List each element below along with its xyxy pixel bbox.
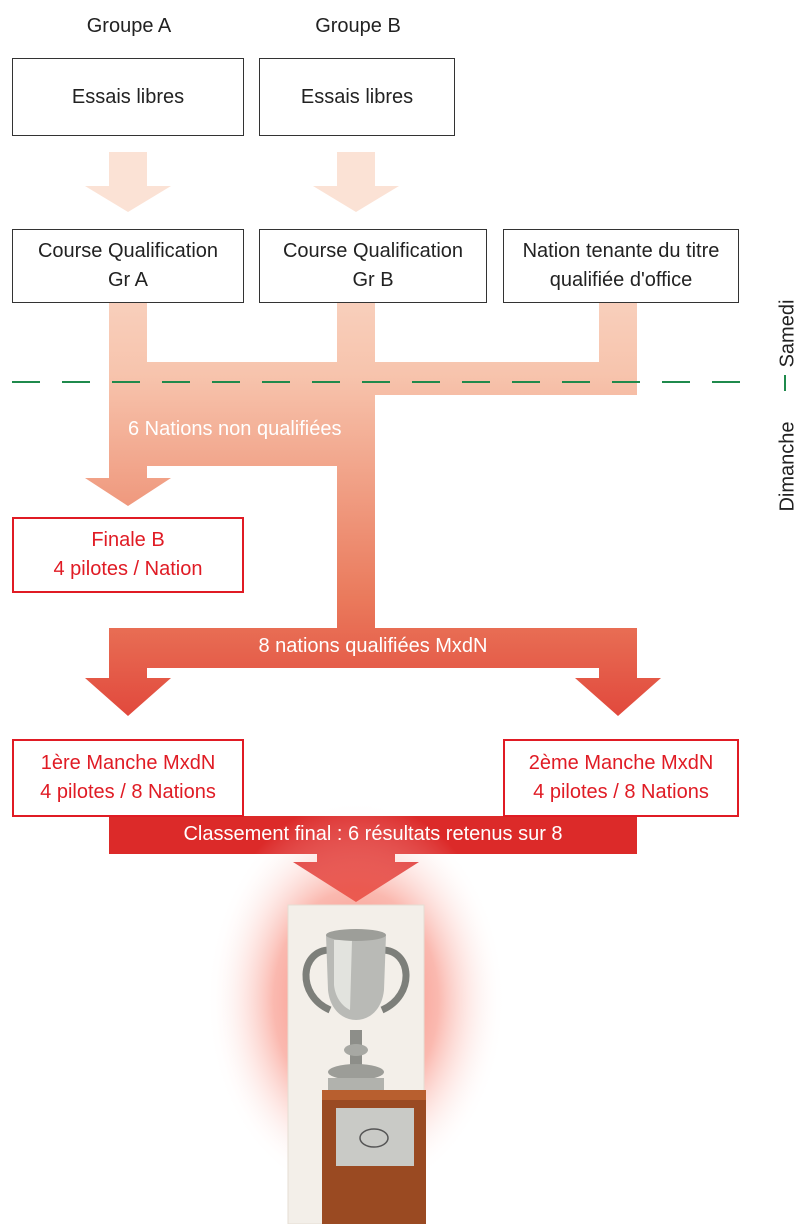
essais-libres-b-label: Essais libres	[300, 85, 414, 108]
manche2-box: 2ème Manche MxdN 4 pilotes / 8 Nations	[503, 739, 739, 817]
trunk	[337, 380, 375, 640]
manche2-line2: 4 pilotes / 8 Nations	[533, 781, 709, 803]
qualification-b-box: Course Qualification Gr B	[259, 229, 487, 303]
qualification-b-line1: Course Qualification	[282, 240, 464, 262]
qualification-a-line2: Gr A	[107, 269, 148, 291]
finale-b-line1: Finale B	[91, 529, 165, 551]
qualification-a-box: Course Qualification Gr A	[12, 229, 244, 303]
manche1-line1: 1ère Manche MxdN	[40, 752, 216, 774]
merge-connector	[109, 302, 637, 430]
arrow-essais-b	[313, 152, 399, 212]
qualification-a-line1: Course Qualification	[37, 240, 219, 262]
manche1-line2: 4 pilotes / 8 Nations	[40, 781, 216, 803]
group-a-label: Groupe A	[86, 15, 172, 37]
samedi-label: Samedi	[776, 299, 799, 368]
essais-libres-a-box: Essais libres	[12, 58, 244, 136]
side-divider-tick	[784, 375, 786, 391]
manche2-line1: 2ème Manche MxdN	[528, 752, 714, 774]
trophy-icon	[287, 904, 426, 1224]
dimanche-label: Dimanche	[776, 421, 799, 512]
nation-tenante-line1: Nation tenante du titre	[522, 240, 720, 262]
nation-tenante-box: Nation tenante du titre qualifiée d'offi…	[503, 229, 739, 303]
manche1-box: 1ère Manche MxdN 4 pilotes / 8 Nations	[12, 739, 244, 817]
arrow-qualifiees	[85, 628, 661, 716]
nation-tenante-line2: qualifiée d'office	[549, 269, 693, 291]
finale-b-line2: 4 pilotes / Nation	[53, 558, 203, 580]
essais-libres-a-label: Essais libres	[71, 85, 185, 108]
non-qualifiees-label: 6 Nations non qualifiées	[128, 418, 342, 440]
finale-b-box: Finale B 4 pilotes / Nation	[12, 517, 244, 593]
essais-libres-b-box: Essais libres	[259, 58, 455, 136]
qualifiees-label: 8 nations qualifiées MxdN	[258, 635, 488, 657]
qualification-b-line2: Gr B	[352, 269, 394, 291]
group-b-label: Groupe B	[315, 15, 401, 37]
classement-label: Classement final : 6 résultats retenus s…	[183, 823, 563, 845]
arrow-essais-a	[85, 152, 171, 212]
arrow-finale-b	[85, 410, 375, 506]
